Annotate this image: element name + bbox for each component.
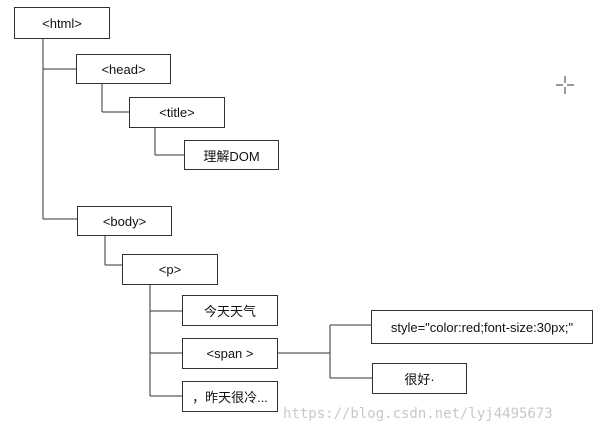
node-span: <span > (182, 338, 278, 369)
node-p: <p> (122, 254, 218, 285)
node-span-text: 很好· (372, 363, 467, 394)
node-text-yesterday: ，昨天很冷... (182, 381, 278, 412)
node-html: <html> (14, 7, 110, 39)
node-body: <body> (77, 206, 172, 236)
node-title-text: 理解DOM (184, 140, 279, 170)
node-span-style: style="color:red;font-size:30px;" (371, 310, 593, 344)
watermark-url: https://blog.csdn.net/lyj4495673 (283, 406, 553, 422)
crosshair-cursor-icon (556, 76, 574, 94)
node-head: <head> (76, 54, 171, 84)
node-text-today: 今天天气 (182, 295, 278, 326)
node-title: <title> (129, 97, 225, 128)
